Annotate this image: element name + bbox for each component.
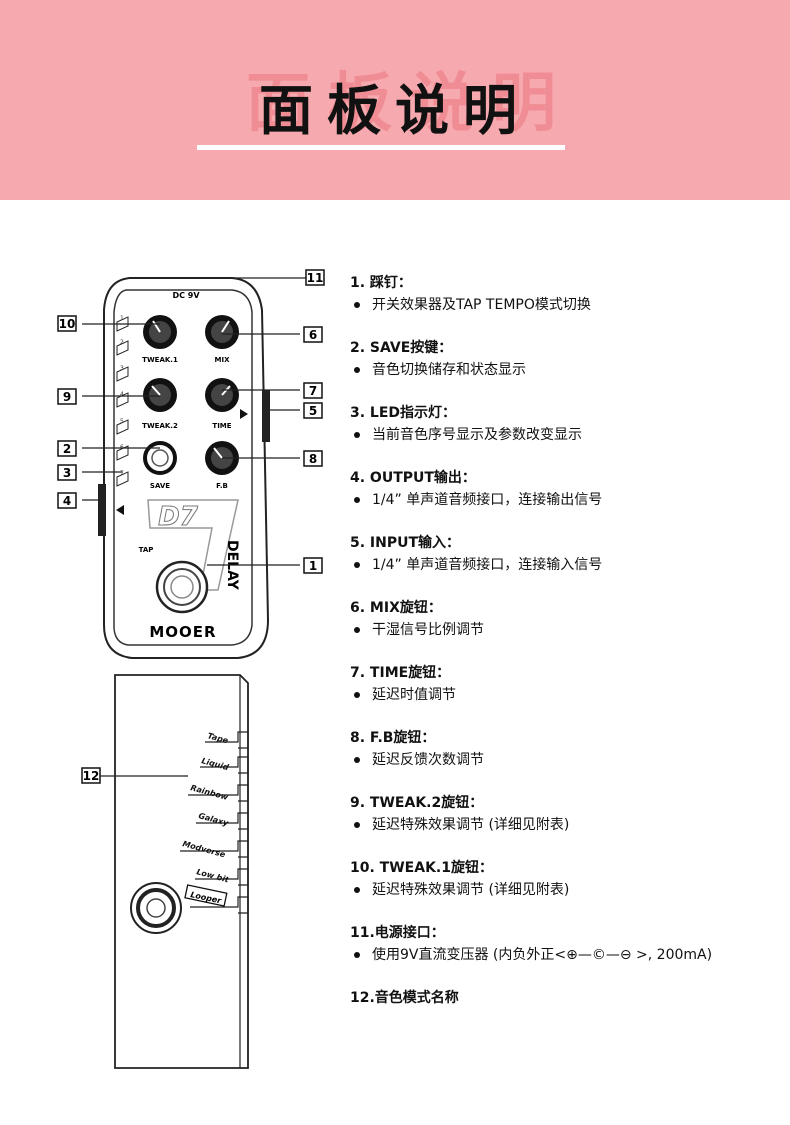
bullet-icon: [354, 367, 360, 373]
item-title: 10. TWEAK.1旋钮：: [350, 860, 493, 876]
list-item: 6. MIX旋钮： 干湿信号比例调节: [350, 597, 780, 662]
page-title: 面板说明: [259, 79, 531, 142]
list-item: 7. TIME旋钮： 延迟时值调节: [350, 662, 780, 727]
item-title: 7. TIME旋钮：: [350, 665, 451, 681]
list-item: 1. 踩钉： 开关效果器及TAP TEMPO模式切换: [350, 272, 780, 337]
item-title: 12.音色模式名称: [350, 990, 459, 1006]
svg-text:11: 11: [307, 271, 324, 285]
item-desc: 1/4” 单声道音频接口，连接输出信号: [372, 492, 603, 508]
side-panel-diagram: Tape Liquid Rainbow Galaxy Modverse Low …: [100, 674, 249, 1069]
save-button-label: SAVE: [150, 482, 170, 490]
item-desc: 延迟特殊效果调节 (详细见附表): [372, 817, 570, 833]
item-title: 8. F.B旋钮：: [350, 730, 436, 746]
output-arrow-icon: [116, 505, 124, 515]
item-desc: 当前音色序号显示及参数改变显示: [372, 427, 582, 443]
item-desc: 开关效果器及TAP TEMPO模式切换: [372, 297, 591, 313]
knob-time-label: TIME: [212, 422, 231, 430]
svg-text:1: 1: [120, 315, 124, 322]
list-item: 2. SAVE按键： 音色切换储存和状态显示: [350, 337, 780, 402]
item-title: 2. SAVE按键：: [350, 340, 453, 356]
bullet-icon: [354, 497, 360, 503]
d7-logo: D7: [147, 499, 239, 591]
knob-tweak1[interactable]: [143, 315, 177, 349]
bullet-icon: [354, 692, 360, 698]
svg-text:5: 5: [309, 404, 317, 418]
svg-text:9: 9: [63, 390, 71, 404]
svg-text:7: 7: [309, 384, 317, 398]
list-item: 10. TWEAK.1旋钮： 延迟特殊效果调节 (详细见附表): [350, 857, 780, 922]
save-button[interactable]: [143, 441, 177, 475]
bullet-icon: [354, 887, 360, 893]
knob-time[interactable]: [205, 378, 239, 412]
knob-tweak2[interactable]: [143, 378, 177, 412]
bullet-icon: [354, 562, 360, 568]
list-item: 8. F.B旋钮： 延迟反馈次数调节: [350, 727, 780, 792]
item-title: 9. TWEAK.2旋钮：: [350, 795, 484, 811]
item-title: 5. INPUT输入：: [350, 535, 461, 551]
list-item: 4. OUTPUT输出： 1/4” 单声道音频接口，连接输出信号: [350, 467, 780, 532]
footswitch[interactable]: [155, 560, 209, 614]
svg-text:2: 2: [120, 339, 124, 346]
svg-text:6: 6: [309, 328, 317, 342]
output-jack[interactable]: [98, 484, 106, 536]
item-title: 4. OUTPUT输出：: [350, 470, 476, 486]
knob-fb-label: F.B: [216, 482, 228, 490]
item-desc: 延迟特殊效果调节 (详细见附表): [372, 882, 570, 898]
pedal-body: [103, 277, 270, 659]
list-item: 12.音色模式名称: [350, 987, 780, 1052]
knob-mix-label: MIX: [215, 356, 231, 364]
bullet-icon: [354, 302, 360, 308]
item-title: 11.电源接口：: [350, 925, 445, 941]
title-underline: [197, 145, 565, 150]
bullet-icon: [354, 822, 360, 828]
bullet-icon: [354, 757, 360, 763]
callout-lines: [82, 323, 300, 566]
title-shadow: 面板说明: [246, 67, 574, 141]
svg-text:3: 3: [63, 466, 71, 480]
description-list: 1. 踩钉： 开关效果器及TAP TEMPO模式切换 2. SAVE按键： 音色…: [350, 272, 780, 1052]
svg-text:2: 2: [63, 442, 71, 456]
item-title: 3. LED指示灯：: [350, 405, 457, 421]
knob-mix[interactable]: [205, 315, 239, 349]
svg-text:10: 10: [59, 317, 76, 331]
svg-text:7: 7: [120, 470, 124, 477]
item-desc: 延迟时值调节: [372, 687, 456, 703]
bullet-icon: [354, 952, 360, 958]
input-jack[interactable]: [262, 390, 270, 442]
item-desc: 使用9V直流变压器 (内负外正<⊕—©—⊖ >, 200mA): [372, 947, 713, 963]
svg-text:4: 4: [120, 391, 124, 398]
brand-logo: MOOER: [149, 623, 216, 641]
side-jack[interactable]: [130, 882, 182, 934]
item-desc: 延迟反馈次数调节: [372, 752, 484, 768]
svg-text:5: 5: [120, 418, 124, 425]
list-item: 3. LED指示灯： 当前音色序号显示及参数改变显示: [350, 402, 780, 467]
svg-text:8: 8: [309, 452, 317, 466]
svg-text:D7: D7: [158, 502, 199, 532]
svg-text:4: 4: [63, 494, 71, 508]
tap-label: TAP: [139, 546, 154, 554]
item-title: 1. 踩钉：: [350, 275, 412, 291]
input-arrow-icon: [240, 409, 248, 419]
callout-boxes: 11 10 6 9 7 5 2 8 3 4 1 12: [57, 269, 325, 784]
item-title: 6. MIX旋钮：: [350, 600, 442, 616]
svg-text:12: 12: [83, 769, 100, 783]
svg-text:1: 1: [309, 559, 317, 573]
bullet-icon: [354, 432, 360, 438]
header-banner: 面板说明 面板说明: [0, 0, 790, 200]
knob-tweak1-label: TWEAK.1: [142, 356, 178, 364]
power-label: DC 9V: [172, 291, 200, 300]
list-item: 5. INPUT输入： 1/4” 单声道音频接口，连接输入信号: [350, 532, 780, 597]
bullet-icon: [354, 627, 360, 633]
item-desc: 音色切换储存和状态显示: [372, 362, 526, 378]
item-desc: 1/4” 单声道音频接口，连接输入信号: [372, 557, 603, 573]
pedal-inner-panel: [113, 289, 253, 646]
list-item: 11.电源接口： 使用9V直流变压器 (内负外正<⊕—©—⊖ >, 200mA): [350, 922, 780, 987]
knob-tweak2-label: TWEAK.2: [142, 422, 178, 430]
list-item: 9. TWEAK.2旋钮： 延迟特殊效果调节 (详细见附表): [350, 792, 780, 857]
item-desc: 干湿信号比例调节: [372, 622, 484, 638]
svg-text:3: 3: [120, 365, 124, 372]
